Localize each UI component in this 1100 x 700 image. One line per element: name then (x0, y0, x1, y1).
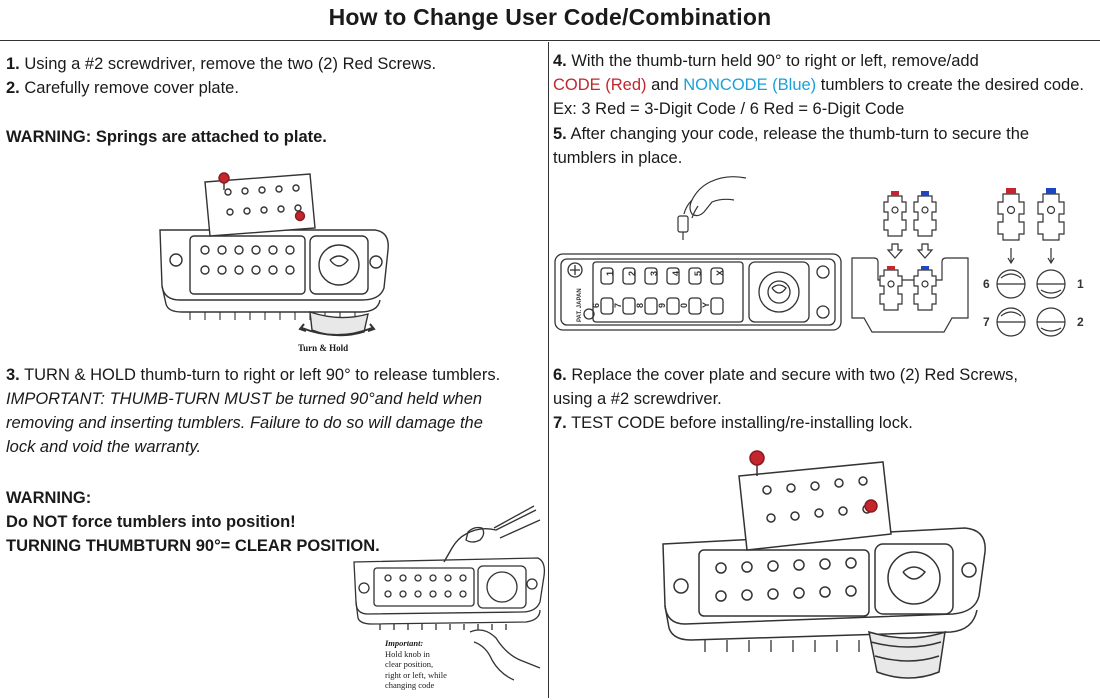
step-4-line-2: CODE (Red) and NONCODE (Blue) tumblers t… (553, 73, 1084, 97)
step-3-important-line-2: removing and inserting tumblers. Failure… (6, 414, 483, 432)
step-3-important-line-1: IMPORTANT: THUMB-TURN MUST be turned 90°… (6, 390, 483, 408)
tumbler-types-diagram: 6 1 7 2 (983, 188, 1084, 337)
code-red-label: CODE (Red) (553, 76, 647, 94)
warning-springs: WARNING: Springs are attached to plate. (6, 128, 327, 146)
lock-cover-removal-illustration (159, 172, 389, 337)
turn-hold-caption: Turn & Hold (298, 343, 349, 353)
warning-heading: WARNING: (6, 489, 92, 507)
step-3-important-line-3: lock and void the warranty. (6, 438, 202, 456)
step-2-number: 2. (6, 79, 20, 97)
step-5-line-2: tumblers in place. (553, 149, 683, 167)
panel-label-3: 3 (649, 271, 659, 276)
page-title: How to Change User Code/Combination (328, 4, 772, 30)
step-5-text: After changing your code, release the th… (570, 125, 1030, 143)
cover-plate-replacement-illustration (662, 450, 986, 679)
panel-label-y: Y (701, 302, 711, 308)
step-2-text: Carefully remove cover plate. (24, 79, 239, 97)
hand-holding-tumbler-illustration (677, 176, 747, 240)
step-6-line-1: 6. Replace the cover plate and secure wi… (553, 363, 1018, 387)
panel-side-text: PAT. JAPAN (577, 288, 583, 322)
warning-force: Do NOT force tumblers into position! (6, 513, 296, 531)
step-6-line-2: using a #2 screwdriver. (553, 390, 722, 408)
warning-clear-position: TURNING THUMBTURN 90°= CLEAR POSITION. (6, 537, 380, 555)
tumbler-insertion-diagram (851, 191, 969, 333)
step-5-line-1: 5. After changing your code, release the… (553, 122, 1029, 146)
step-7: 7. TEST CODE before installing/re-instal… (553, 411, 913, 435)
panel-label-0: 0 (679, 303, 689, 308)
step-4-and: and (651, 76, 679, 94)
step-7-number: 7. (553, 414, 567, 432)
panel-label-x: X (715, 270, 725, 276)
tumbler-label-6: 6 (983, 277, 990, 291)
panel-label-6: 6 (591, 303, 601, 308)
panel-label-1: 1 (605, 271, 615, 276)
hold-knob-note-line-2: clear position, (385, 659, 434, 669)
tumbler-label-1: 1 (1077, 277, 1084, 291)
column-divider (548, 42, 549, 698)
step-1-text: Using a #2 screwdriver, remove the two (… (24, 55, 437, 73)
step-5-number: 5. (553, 125, 567, 143)
step-7-text: TEST CODE before installing/re-installin… (571, 414, 913, 432)
panel-label-9: 9 (657, 303, 667, 308)
step-4-rest: tumblers to create the desired code. (820, 76, 1084, 94)
panel-label-2: 2 (627, 271, 637, 276)
title-divider (0, 40, 1100, 41)
hold-knob-note-line-3: right or left, while (385, 669, 447, 680)
panel-label-5: 5 (693, 271, 703, 276)
hold-knob-note-line-4: changing code (385, 680, 435, 690)
hold-knob-note-title: Important: (385, 638, 424, 648)
step-3-number: 3. (6, 366, 20, 384)
step-6-number: 6. (553, 366, 567, 384)
panel-label-8: 8 (635, 303, 645, 308)
step-1: 1. Using a #2 screwdriver, remove the tw… (6, 52, 436, 76)
step-4-line-1: 4. With the thumb-turn held 90° to right… (553, 49, 979, 73)
step-4-example: Ex: 3 Red = 3-Digit Code / 6 Red = 6-Dig… (553, 100, 905, 118)
hold-knob-note-line-1: Hold knob in (385, 648, 430, 659)
noncode-blue-label: NONCODE (Blue) (683, 76, 817, 94)
tumbler-insertion-illustration (353, 505, 546, 681)
tumbler-label-2: 2 (1077, 315, 1084, 329)
panel-label-4: 4 (671, 271, 681, 276)
hold-knob-note: Important: Hold knob in clear position, … (385, 638, 447, 691)
lock-panel-diagram: 1 2 3 4 5 X 6 7 8 9 0 Y PAT. JAPAN (554, 253, 842, 331)
step-1-number: 1. (6, 55, 20, 73)
step-4-number: 4. (553, 52, 567, 70)
tumbler-label-7: 7 (983, 315, 990, 329)
step-3-text: TURN & HOLD thumb-turn to right or left … (24, 366, 501, 384)
panel-label-7: 7 (613, 303, 623, 308)
step-2: 2. Carefully remove cover plate. (6, 76, 239, 100)
step-4-text: With the thumb-turn held 90° to right or… (571, 52, 979, 70)
step-6-text: Replace the cover plate and secure with … (571, 366, 1018, 384)
step-3: 3. TURN & HOLD thumb-turn to right or le… (6, 363, 500, 387)
